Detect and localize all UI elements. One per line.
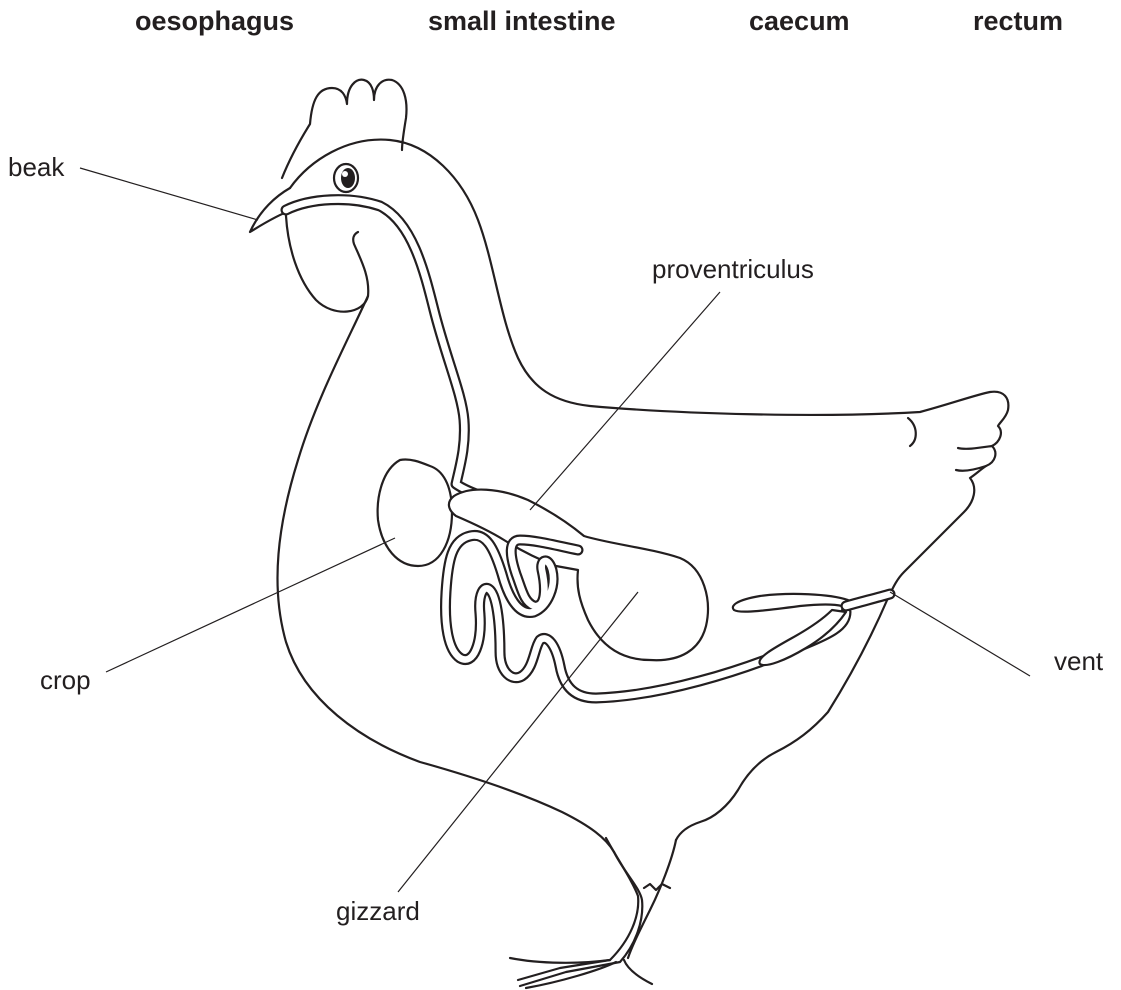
gizzard-organ bbox=[449, 490, 708, 661]
label-vent: vent bbox=[1054, 646, 1104, 676]
lower-body bbox=[676, 598, 888, 840]
chicken-outline bbox=[250, 80, 1008, 852]
leg-joint bbox=[644, 884, 670, 890]
leg-back bbox=[628, 840, 676, 958]
label-proventriculus: proventriculus bbox=[652, 254, 814, 284]
toe-3 bbox=[624, 960, 652, 984]
tail-feather-2 bbox=[958, 446, 992, 449]
eye-highlight bbox=[342, 171, 348, 177]
leg-front-inner bbox=[520, 852, 642, 986]
gizzard-leader bbox=[398, 592, 638, 892]
crop-organ bbox=[378, 459, 452, 566]
wattle bbox=[286, 216, 368, 312]
beak-leader bbox=[80, 168, 258, 220]
label-beak: beak bbox=[8, 152, 65, 182]
pupil bbox=[341, 168, 355, 188]
label-crop: crop bbox=[40, 665, 91, 695]
caecum-lower bbox=[759, 610, 846, 665]
label-gizzard: gizzard bbox=[336, 896, 420, 926]
toe-1 bbox=[510, 958, 610, 963]
caecum-upper bbox=[733, 594, 848, 612]
tail-feather-1 bbox=[908, 418, 916, 446]
leg-front bbox=[518, 838, 638, 980]
vent-leader bbox=[890, 592, 1030, 676]
legs bbox=[510, 838, 676, 988]
crop-leader bbox=[106, 538, 395, 672]
proventriculus-leader bbox=[530, 292, 720, 510]
